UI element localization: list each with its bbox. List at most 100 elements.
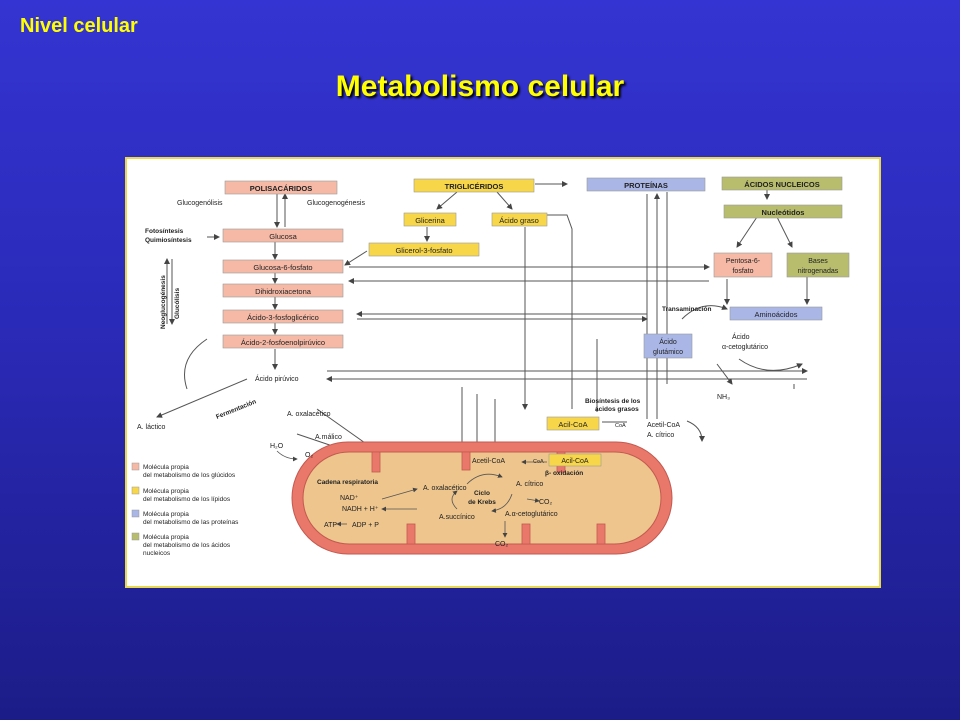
glucosa6p-box [222,259,344,274]
glucogenogenesis-label: Glucogenogénesis [307,200,365,207]
polisacaridos-box [224,180,338,195]
fermentacion-label: Fermentación [215,398,257,420]
proteinas-label: PROTEÍNAS [624,181,668,190]
succinico-label: A.succínico [439,514,475,521]
atp-label: ATP [324,522,337,529]
glucidos-group: POLISACÁRIDOS Glucosa Glucosa-6-fosfato … [222,180,344,349]
pentosa-box [713,252,773,278]
coa-tag-1: CoA [615,423,626,429]
legend-proteinas-line1: Molécula propia [143,511,189,518]
nh3-label: NH₃ [717,394,730,401]
neoglucogenesis-label: Neoglucogénesis [160,275,167,329]
cetoglutarico-label-2: α-cetoglutárico [722,344,768,351]
legend-lipidos-line2: del metabolismo de los lípidos [143,496,231,503]
a3pg-box [222,309,344,324]
glicerina-box [403,212,457,227]
glucogenolisis-label: Glucogenólisis [177,200,223,207]
lipidos-group: TRIGLICÉRIDOS Glicerina Ácido graso Glic… [368,178,600,431]
bases-box [786,252,850,278]
glicerina-label: Glicerina [415,216,445,225]
legend-acidos-line1: Molécula propia [143,534,189,541]
oxalacetico-in-label: A. oxalacético [423,485,467,492]
quimiosintesis-label: Quimiosíntesis [145,237,192,244]
glucolisis-label: Glucólisis [174,288,181,319]
legend: Molécula propia del metabolismo de los g… [131,462,239,557]
citrico-out-label: A. cítrico [647,432,674,439]
acil-coa-top-label: Acil-CoA [558,420,587,429]
dihidroxiacetona-label: Dihidroxiacetona [255,287,312,296]
glucosa6p-label: Glucosa-6-fosfato [253,263,312,272]
transaminacion-label: Transaminación [662,306,712,313]
mitochondrion-inner [302,451,662,545]
citrico-in-label: A. cítrico [516,481,543,488]
ciclo-label-1: Ciclo [474,490,490,497]
glicerol3p-box [368,242,480,257]
trigliceridos-label: TRIGLICÉRIDOS [445,182,504,191]
h2o-label: H₂O [270,443,284,450]
glicerol3p-label: Glicerol-3-fosfato [395,246,452,255]
legend-lipidos-line1: Molécula propia [143,488,189,495]
oxalacetico-out-label: A. oxalacético [287,411,331,418]
acidos-nucleicos-label: ÁCIDOS NUCLEICOS [744,180,819,189]
acil-coa-mito-box [548,453,602,467]
dihidroxiacetona-box [222,283,344,298]
aminoacidos-box [729,306,823,321]
legend-proteinas-line2: del metabolismo de las proteínas [143,519,239,526]
proteinas-group: PROTEÍNAS Aminoácidos Ácido glutámico [586,177,823,359]
aminoacidos-label: Aminoácidos [755,310,798,319]
lactico-label: A. láctico [137,424,166,431]
piruvico-label: Ácido pirúvico [255,374,299,383]
mitochondrion-arrows [276,450,547,538]
cadena-label: Cadena respiratoria [317,479,378,486]
acil-coa-mito-label: Acil-CoA [561,458,589,465]
glutamico-label-1: Ácido [659,337,677,346]
polisacaridos-label: POLISACÁRIDOS [250,184,313,193]
malico-label: A.málico [315,434,342,441]
metabolism-diagram: POLISACÁRIDOS Glucosa Glucosa-6-fosfato … [125,157,881,588]
cetoglut-in-label: A.α-cetoglutárico [505,511,558,518]
legend-swatch-lipidos [131,486,140,495]
nucleotidos-label: Nucleótidos [762,208,805,217]
legend-swatch-proteinas [131,509,140,518]
adp-label: ADP + P [352,522,379,529]
pentosa-label-1: Pentosa-6- [726,258,761,265]
acetil-coa-in-label: Acetil-CoA [472,458,505,465]
ciclo-label-2: de Krebs [468,499,496,506]
legend-glucidos-line1: Molécula propia [143,464,189,471]
biosintesis-label-1: Biosíntesis de los [585,398,641,405]
nucleotidos-box [723,204,843,219]
acido-graso-label: Ácido graso [499,216,539,225]
bases-label-2: nitrogenadas [798,268,839,275]
legend-acidos-line2: del metabolismo de los ácidos [143,542,231,549]
co2-label-2: CO₂ [495,541,509,548]
co2-label-1: CO₂ [539,499,553,506]
section-label: Nivel celular [20,15,138,37]
acidos-nucleicos-box [721,176,843,191]
glucosa-label: Glucosa [269,232,297,241]
beta-oxidacion-label: β- oxidación [545,470,583,477]
proteinas-box [586,177,706,192]
a2pep-box [222,334,344,349]
legend-swatch-acidos-nucleicos [131,532,140,541]
fotosintesis-label: Fotosíntesis [145,228,184,235]
pentosa-label-2: fosfato [732,268,753,275]
biosintesis-label-2: ácidos grasos [595,406,639,413]
nadh-label: NADH + H⁺ [342,506,379,513]
bases-label-1: Bases [808,258,828,265]
legend-swatch-glucidos [131,462,140,471]
a3pg-label: Ácido-3-fosfoglicérico [247,313,319,322]
acil-coa-top-box [546,416,600,431]
diagram-canvas: POLISACÁRIDOS Glucosa Glucosa-6-fosfato … [131,176,850,557]
legend-glucidos-line2: del metabolismo de los glúcidos [143,472,236,479]
legend-acidos-line3: nucleicos [143,550,171,557]
glutamico-box [643,333,693,359]
glucosa-box [222,228,344,243]
acido-graso-box [491,212,548,227]
acetil-coa-out-label: Acetil-CoA [647,422,680,429]
o2-label: O₂ [305,452,313,459]
slide-title: Metabolismo celular [335,70,625,103]
acidos-nucleicos-group: ÁCIDOS NUCLEICOS Nucleótidos Pentosa-6- … [713,176,850,278]
mitochondrion-labels: H₂O O₂ Cadena respiratoria NAD⁺ NADH + H… [270,443,583,548]
cetoglutarico-label-1: Ácido [732,332,750,341]
a2pep-label: Ácido-2-fosfoenolpirúvico [241,338,325,347]
